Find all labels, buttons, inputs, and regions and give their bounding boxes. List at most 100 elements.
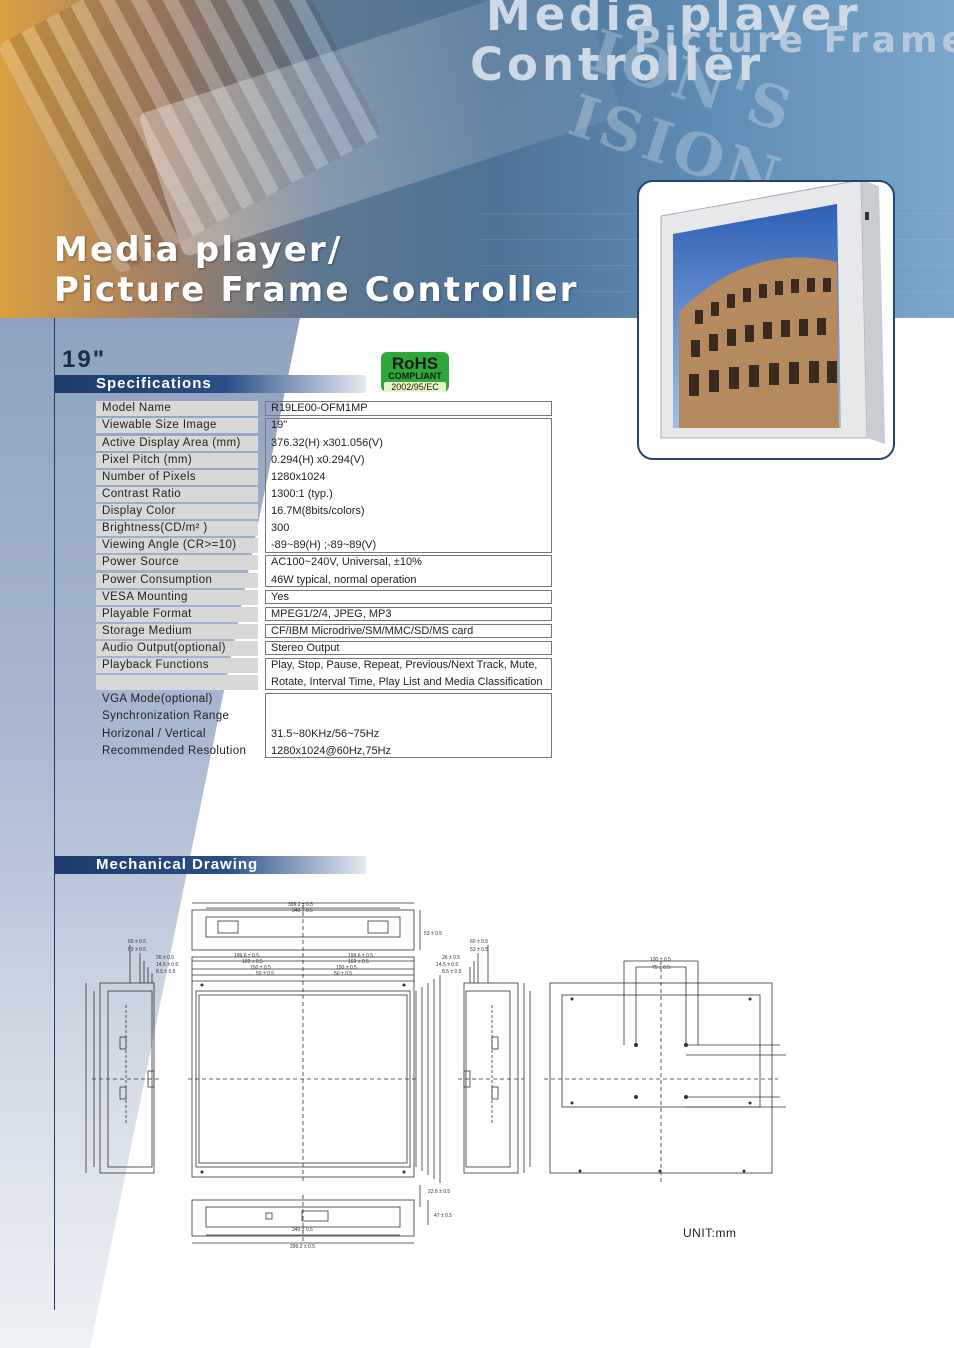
bottom-view — [191, 1185, 429, 1244]
spec-value: R19LE00-OFM1MP — [271, 402, 368, 414]
dim-label: 8.5 ± 0.5 — [442, 969, 462, 975]
spec-value: 376.32(H) x301.056(V) — [271, 437, 383, 449]
dim-label: 50 ± 0.5 — [256, 971, 274, 977]
spec-value: 19" — [271, 419, 288, 431]
dim-label: 53 ± 0.5 — [424, 931, 442, 937]
banner-bg-title-line3: Controller — [470, 38, 765, 91]
spec-label: Horizonal / Vertical — [102, 728, 206, 740]
dim-label: 53 ± 0.5 — [470, 947, 488, 953]
spec-value: 300 — [271, 522, 290, 534]
spec-label: Active Display Area (mm) — [96, 436, 258, 451]
spec-value: Yes — [271, 591, 289, 603]
dim-label: 50 ± 0.5 — [334, 971, 352, 977]
top-view — [191, 902, 421, 955]
dim-label: 199.6 ± 0.5 — [234, 953, 259, 959]
spec-label: Number of Pixels — [96, 470, 258, 485]
spec-box — [265, 624, 552, 638]
rohs-badge: RoHS COMPLIANT 2002/95/EC — [381, 352, 449, 392]
drawing-markers — [200, 983, 752, 1174]
mechanical-drawing-title: Mechanical Drawing — [96, 856, 259, 873]
mechanical-drawing: 399.2 ± 0.5 340 ± 0.5 53 ± 0.5 199.6 ± 0… — [85, 902, 786, 1250]
spec-label: Synchronization Range — [102, 710, 230, 722]
spec-value: Rotate, Interval Time, Play List and Med… — [271, 676, 543, 688]
spec-value: 46W typical, normal operation — [271, 574, 417, 586]
colosseum-arches — [689, 278, 837, 396]
spec-label: Contrast Ratio — [96, 487, 258, 502]
spec-box — [265, 555, 552, 587]
spec-value: 1300:1 (typ.) — [271, 488, 333, 500]
dim-label: 100 ± 0.5 — [650, 957, 671, 963]
spec-label — [96, 675, 258, 690]
spec-value: Play, Stop, Pause, Repeat, Previous/Next… — [271, 659, 538, 671]
spec-label: Playback Functions — [96, 658, 258, 673]
drawing-dimensions: 399.2 ± 0.5 340 ± 0.5 53 ± 0.5 199.6 ± 0… — [128, 902, 671, 1250]
page-title-line1: Media player/ — [54, 230, 343, 270]
spec-box — [265, 590, 552, 604]
spec-label: VESA Mounting — [96, 590, 258, 605]
left-rule — [54, 318, 55, 1310]
rear-view — [544, 960, 786, 1183]
spec-label: Recommended Resolution — [102, 745, 247, 757]
banner-bg-title-line2: Picture Frame — [634, 20, 954, 61]
spec-box — [265, 418, 552, 553]
spec-value: CF/IBM Microdrive/SM/MMC/SD/MS card — [271, 625, 474, 637]
dim-label: 169 ± 0.5 — [348, 959, 369, 965]
spec-value: AC100~240V, Universal, ±10% — [271, 556, 422, 568]
specifications-header: Specifications — [54, 375, 366, 393]
dim-label: 150 ± 0.5 — [250, 965, 271, 971]
dim-label: 340 ± 0.5 — [292, 908, 313, 914]
rohs-compliant: COMPLIANT — [388, 371, 442, 381]
dim-label: 8.5 ± 0.5 — [156, 969, 176, 975]
spec-value: 31.5~80KHz/56~75Hz — [271, 728, 380, 740]
front-view — [188, 953, 441, 1183]
dim-label: 47 ± 0.5 — [434, 1213, 452, 1219]
dim-label: 26 ± 0.5 — [156, 955, 174, 961]
spec-box — [265, 607, 552, 621]
spec-label: Power Source — [96, 555, 258, 570]
dim-label: 22.6 ± 0.5 — [428, 1189, 450, 1195]
dim-label: 150 ± 0.5 — [336, 965, 357, 971]
size-label: 19" — [62, 346, 107, 373]
left-side-view — [85, 945, 160, 1174]
spec-label: VGA Mode(optional) — [102, 693, 213, 705]
spec-value: Stereo Output — [271, 642, 340, 654]
dim-label: 399.2 ± 0.5 — [288, 902, 313, 908]
right-side-view — [458, 945, 531, 1174]
page-title-line2: Picture Frame Controller — [54, 270, 579, 310]
spec-value: MPEG1/2/4, JPEG, MP3 — [271, 608, 392, 620]
dim-label: 340 ± 0.5 — [292, 1227, 313, 1233]
product-photo — [637, 180, 895, 460]
spec-label: Viewing Angle (CR>=10) — [96, 538, 258, 553]
dim-label: 14.5 ± 0.5 — [436, 962, 458, 968]
spec-label: Display Color — [96, 504, 258, 519]
dim-label: 199.6 ± 0.5 — [348, 953, 373, 959]
monitor-side — [861, 182, 885, 444]
spec-box — [265, 401, 552, 416]
banner-bg-title-line1: Media player — [486, 0, 862, 41]
dim-label: 60 ± 0.5 — [470, 939, 488, 945]
dim-label: 53 ± 0.5 — [128, 947, 146, 953]
spec-box — [265, 658, 552, 690]
spec-value: -89~89(H) ;-89~89(V) — [271, 539, 377, 551]
spec-box — [265, 641, 552, 655]
specifications-title: Specifications — [96, 375, 212, 392]
spec-label: Audio Output(optional) — [96, 641, 258, 656]
spec-label: Playable Format — [96, 607, 258, 622]
power-button-icon — [865, 212, 869, 220]
spec-value: 1280x1024 — [271, 471, 326, 483]
dim-label: 169 ± 0.5 — [242, 959, 263, 965]
spec-label: Pixel Pitch (mm) — [96, 453, 258, 468]
spec-label: Brightness(CD/m² ) — [96, 521, 258, 536]
spec-label: Storage Medium — [96, 624, 258, 639]
spec-value: 0.294(H) x0.294(V) — [271, 454, 365, 466]
dim-label: 399.2 ± 0.5 — [290, 1244, 315, 1250]
mechanical-drawing-header: Mechanical Drawing — [54, 856, 366, 874]
spec-label: Viewable Size Image — [96, 418, 258, 433]
spec-label: Power Consumption — [96, 573, 258, 588]
dim-label: 26 ± 0.5 — [442, 955, 460, 961]
rohs-title: RoHS — [391, 354, 439, 373]
spec-label: Model Name — [96, 401, 258, 416]
monitor-illustration — [660, 182, 885, 444]
unit-label: UNIT:mm — [683, 1226, 737, 1240]
dim-label: 60 ± 0.5 — [128, 939, 146, 945]
